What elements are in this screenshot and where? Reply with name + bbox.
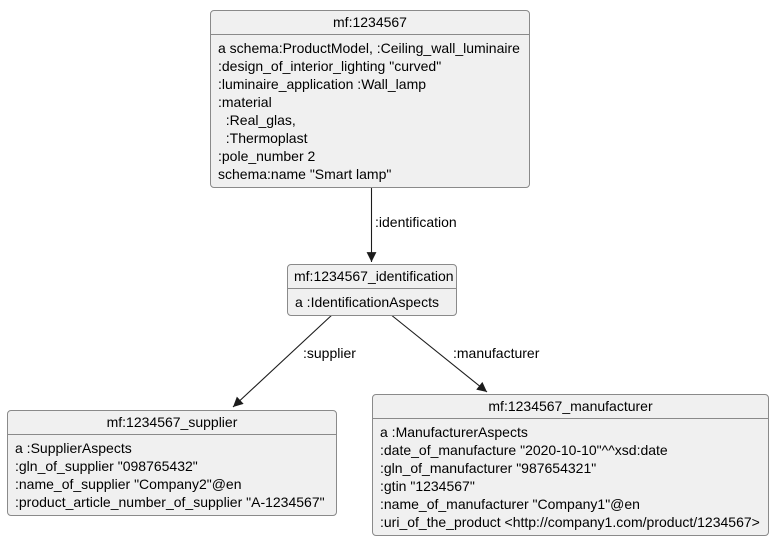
property-line: :Thermoplast [218, 130, 308, 146]
property-line: :date_of_manufacture "2020-10-10"^^xsd:d… [380, 442, 668, 458]
property-line: a :ManufacturerAspects [380, 424, 528, 440]
property-line: :gln_of_manufacturer "987654321" [380, 460, 597, 476]
edge-label-manufacturer: :manufacturer [453, 345, 540, 361]
property-line: schema:name "Smart lamp" [218, 166, 392, 182]
property-line: :gln_of_supplier "098765432" [15, 458, 198, 474]
node-product-model-body: a schema:ProductModel, :Ceiling_wall_lum… [211, 35, 529, 187]
property-line: a :SupplierAspects [15, 440, 132, 456]
node-product-model-title: mf:1234567 [211, 11, 529, 35]
property-line: :gtin "1234567" [380, 478, 475, 494]
property-line: :material [218, 94, 272, 110]
node-supplier-title: mf:1234567_supplier [8, 411, 336, 435]
node-manufacturer: mf:1234567_manufacturer a :ManufacturerA… [372, 394, 769, 536]
property-line: :luminaire_application :Wall_lamp [218, 76, 427, 92]
node-supplier-body: a :SupplierAspects :gln_of_supplier "0987… [8, 435, 336, 515]
property-line: :name_of_supplier "Company2"@en [15, 476, 242, 492]
property-line: a :IdentificationAspects [295, 294, 439, 310]
node-identification-body: a :IdentificationAspects [288, 289, 456, 315]
property-line: :pole_number 2 [218, 148, 316, 164]
edge-label-identification: :identification [375, 214, 457, 230]
property-line: :design_of_interior_lighting "curved" [218, 58, 442, 74]
property-line: :product_article_number_of_supplier "A-1… [15, 494, 325, 510]
node-identification: mf:1234567_identification a :Identificat… [287, 264, 457, 316]
node-manufacturer-title: mf:1234567_manufacturer [373, 395, 768, 419]
property-line: :uri_of_the_product <http://company1.com… [380, 514, 760, 530]
edge-label-supplier: :supplier [303, 345, 356, 361]
node-manufacturer-body: a :ManufacturerAspects :date_of_manufactu… [373, 419, 768, 535]
property-line: :name_of_manufacturer "Company1"@en [380, 496, 640, 512]
property-line: a schema:ProductModel, :Ceiling_wall_lum… [218, 40, 520, 56]
node-supplier: mf:1234567_supplier a :SupplierAspects :g… [7, 410, 337, 516]
node-product-model: mf:1234567 a schema:ProductModel, :Ceili… [210, 10, 530, 188]
node-identification-title: mf:1234567_identification [288, 265, 456, 289]
property-line: :Real_glas, [218, 112, 296, 128]
